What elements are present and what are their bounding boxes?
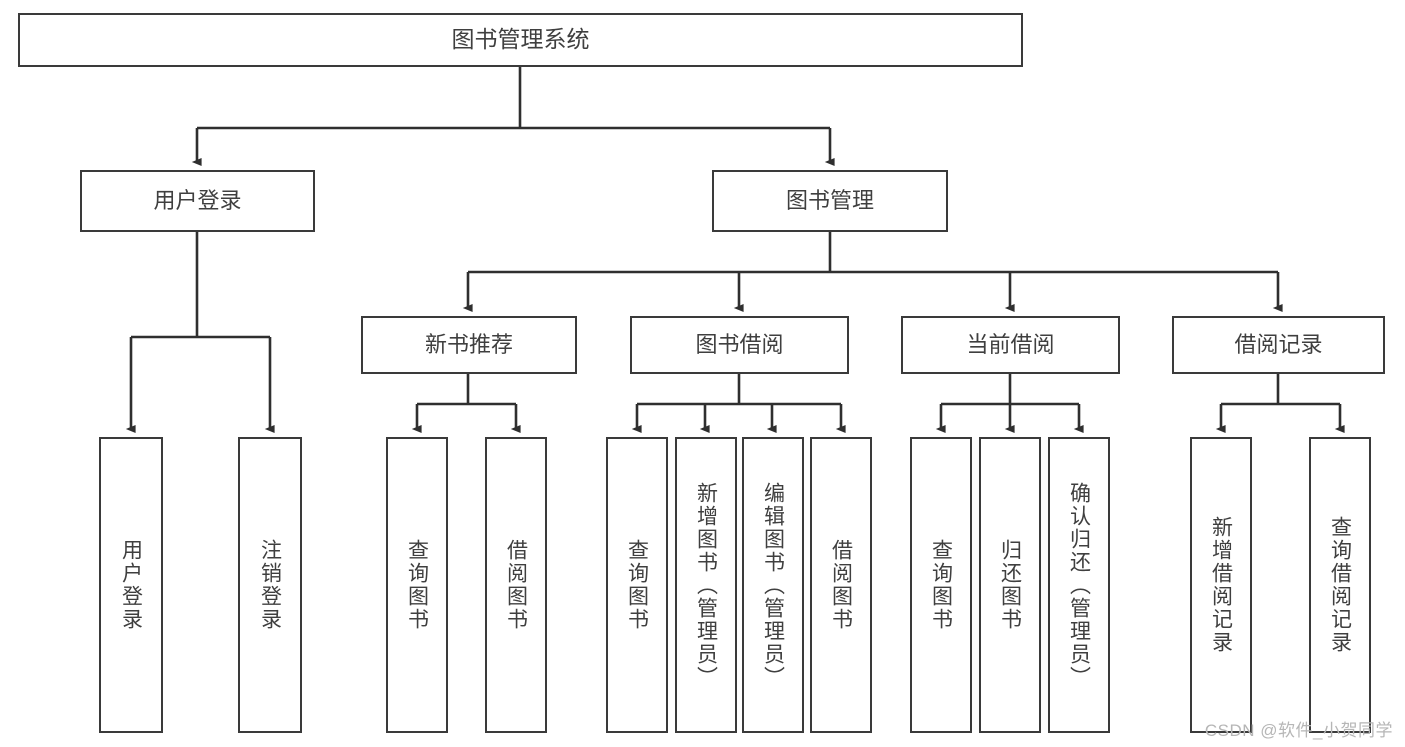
node-label: 注销登录	[258, 539, 282, 631]
csdn-watermark: CSDN @软件_小贺同学	[1204, 721, 1393, 740]
node-leaf-user-login[interactable]: 用户登录	[99, 437, 163, 733]
node-label: 查询图书	[405, 539, 429, 631]
node-leaf-add-borrow-record[interactable]: 新增借阅记录	[1190, 437, 1252, 733]
connector-root-to-level2	[191, 67, 835, 167]
node-label: 查询借阅记录	[1328, 516, 1352, 654]
connector-current-borrow-to-leaves	[935, 374, 1084, 434]
node-label: 借阅记录	[1234, 332, 1323, 358]
node-label: 新书推荐	[424, 332, 513, 358]
node-leaf-return-book[interactable]: 归还图书	[979, 437, 1041, 733]
node-label: 图书借阅	[695, 332, 784, 358]
node-book-borrow[interactable]: 图书借阅	[630, 316, 849, 374]
node-leaf-query-book-current[interactable]: 查询图书	[910, 437, 972, 733]
connector-borrow-record-to-leaves	[1215, 374, 1345, 434]
connector-book-borrow-to-leaves	[631, 374, 846, 434]
node-label: 用户登录	[153, 188, 242, 214]
node-user-login[interactable]: 用户登录	[80, 170, 315, 232]
node-label: 查询图书	[625, 539, 649, 631]
node-root-book-management-system[interactable]: 图书管理系统	[18, 13, 1023, 67]
node-leaf-edit-book-admin[interactable]: 编辑图书（管理员）	[742, 437, 804, 733]
node-label: 用户登录	[119, 539, 143, 631]
node-label: 借阅图书	[504, 539, 528, 631]
node-label: 确认归还（管理员）	[1067, 481, 1091, 689]
node-borrow-record[interactable]: 借阅记录	[1172, 316, 1385, 374]
node-leaf-logout-login[interactable]: 注销登录	[238, 437, 302, 733]
node-leaf-borrow-book-borrow[interactable]: 借阅图书	[810, 437, 872, 733]
node-leaf-query-borrow-record[interactable]: 查询借阅记录	[1309, 437, 1371, 733]
connector-user-login-to-leaves	[125, 232, 275, 434]
node-label: 新增借阅记录	[1209, 516, 1233, 654]
node-current-borrow[interactable]: 当前借阅	[901, 316, 1120, 374]
node-leaf-query-book-borrow[interactable]: 查询图书	[606, 437, 668, 733]
connector-new-book-recommend-to-leaves	[411, 374, 521, 434]
node-label: 归还图书	[998, 539, 1022, 631]
node-label: 图书管理系统	[451, 26, 590, 53]
node-label: 查询图书	[929, 539, 953, 631]
node-label: 借阅图书	[829, 539, 853, 631]
node-new-book-recommend[interactable]: 新书推荐	[361, 316, 577, 374]
connector-book-management-to-level3	[462, 232, 1283, 313]
node-label: 新增图书（管理员）	[694, 481, 718, 689]
node-leaf-add-book-admin[interactable]: 新增图书（管理员）	[675, 437, 737, 733]
node-leaf-confirm-return-admin[interactable]: 确认归还（管理员）	[1048, 437, 1110, 733]
node-label: 图书管理	[785, 188, 874, 214]
node-label: 编辑图书（管理员）	[761, 481, 785, 689]
node-leaf-borrow-book-recommend[interactable]: 借阅图书	[485, 437, 547, 733]
node-book-management[interactable]: 图书管理	[712, 170, 948, 232]
node-leaf-query-book-recommend[interactable]: 查询图书	[386, 437, 448, 733]
node-label: 当前借阅	[966, 332, 1055, 358]
